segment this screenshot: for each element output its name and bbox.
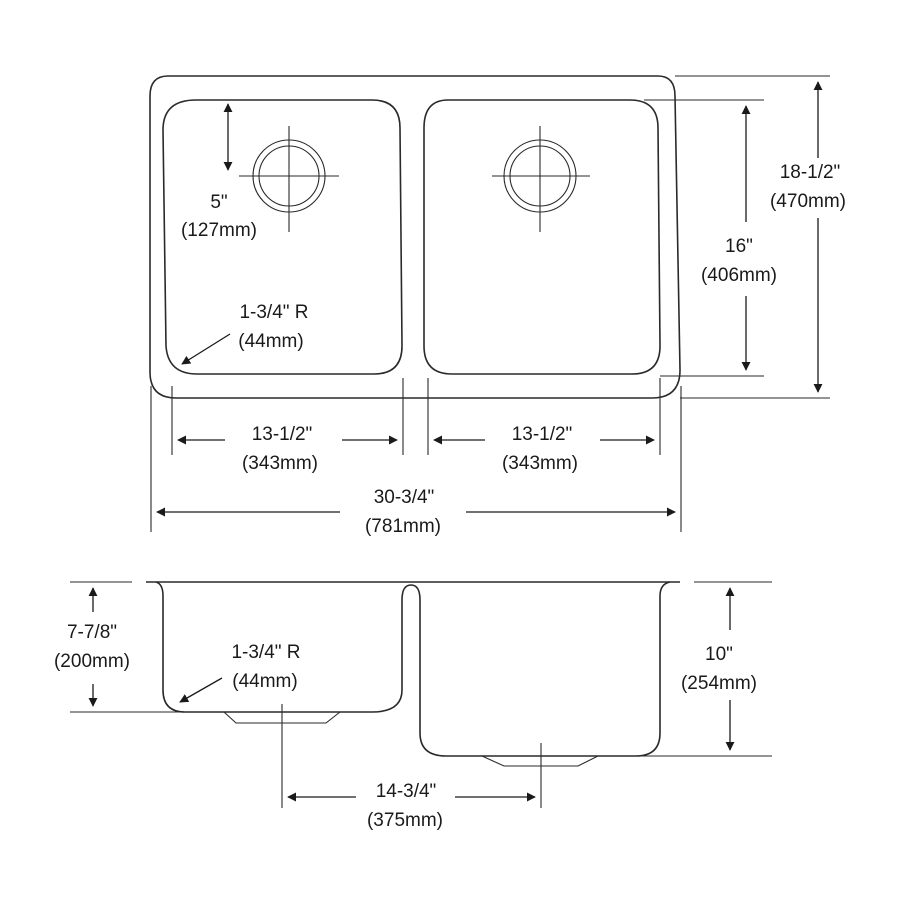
corner-radius-leader-side <box>179 677 223 703</box>
overall-width-label-mm: (781mm) <box>365 516 441 537</box>
left-drain <box>239 126 339 232</box>
left-bowl-width-label-mm: (343mm) <box>242 453 318 474</box>
top-view: 5" (127mm) 1-3/4" R (44mm) 16" (406mm) 1… <box>149 75 846 537</box>
left-bowl-height-label-in: 7-7/8" <box>67 622 117 643</box>
drain-spacing-label-mm: (375mm) <box>367 810 443 831</box>
right-drain <box>492 126 590 232</box>
right-drain-side <box>481 755 599 767</box>
overall-depth-label-in: 18-1/2" <box>780 162 841 183</box>
right-bowl-outline <box>423 99 661 375</box>
overall-depth-label-mm: (470mm) <box>770 191 846 212</box>
right-bowl-width-label-mm: (343mm) <box>502 453 578 474</box>
drain-offset-label-mm: (127mm) <box>181 220 257 241</box>
left-bowl-width-label-in: 13-1/2" <box>252 424 313 445</box>
corner-radius-side-label-mm: (44mm) <box>232 671 297 692</box>
corner-radius-top-label-in: 1-3/4" R <box>239 302 308 323</box>
drain-spacing-label-in: 14-3/4" <box>376 781 437 802</box>
bowl-depth-label-in: 16" <box>725 236 753 257</box>
right-bowl-height-label-mm: (254mm) <box>681 673 757 694</box>
corner-radius-leader-top <box>181 333 231 365</box>
left-drain-side <box>223 711 341 724</box>
sink-flange-outline <box>149 75 681 399</box>
left-bowl-outline <box>162 99 403 375</box>
side-view: 7-7/8" (200mm) 1-3/4" R (44mm) 10" (254m… <box>54 581 772 831</box>
drain-offset-label-in: 5" <box>210 192 227 213</box>
overall-width-label-in: 30-3/4" <box>374 487 435 508</box>
bowl-depth-label-mm: (406mm) <box>701 265 777 286</box>
right-bowl-width-label-in: 13-1/2" <box>512 424 573 445</box>
left-bowl-height-label-mm: (200mm) <box>54 651 130 672</box>
right-bowl-height-label-in: 10" <box>705 644 733 665</box>
corner-radius-top-label-mm: (44mm) <box>238 331 303 352</box>
left-bowl-side-profile <box>155 581 671 757</box>
corner-radius-side-label-in: 1-3/4" R <box>231 642 300 663</box>
